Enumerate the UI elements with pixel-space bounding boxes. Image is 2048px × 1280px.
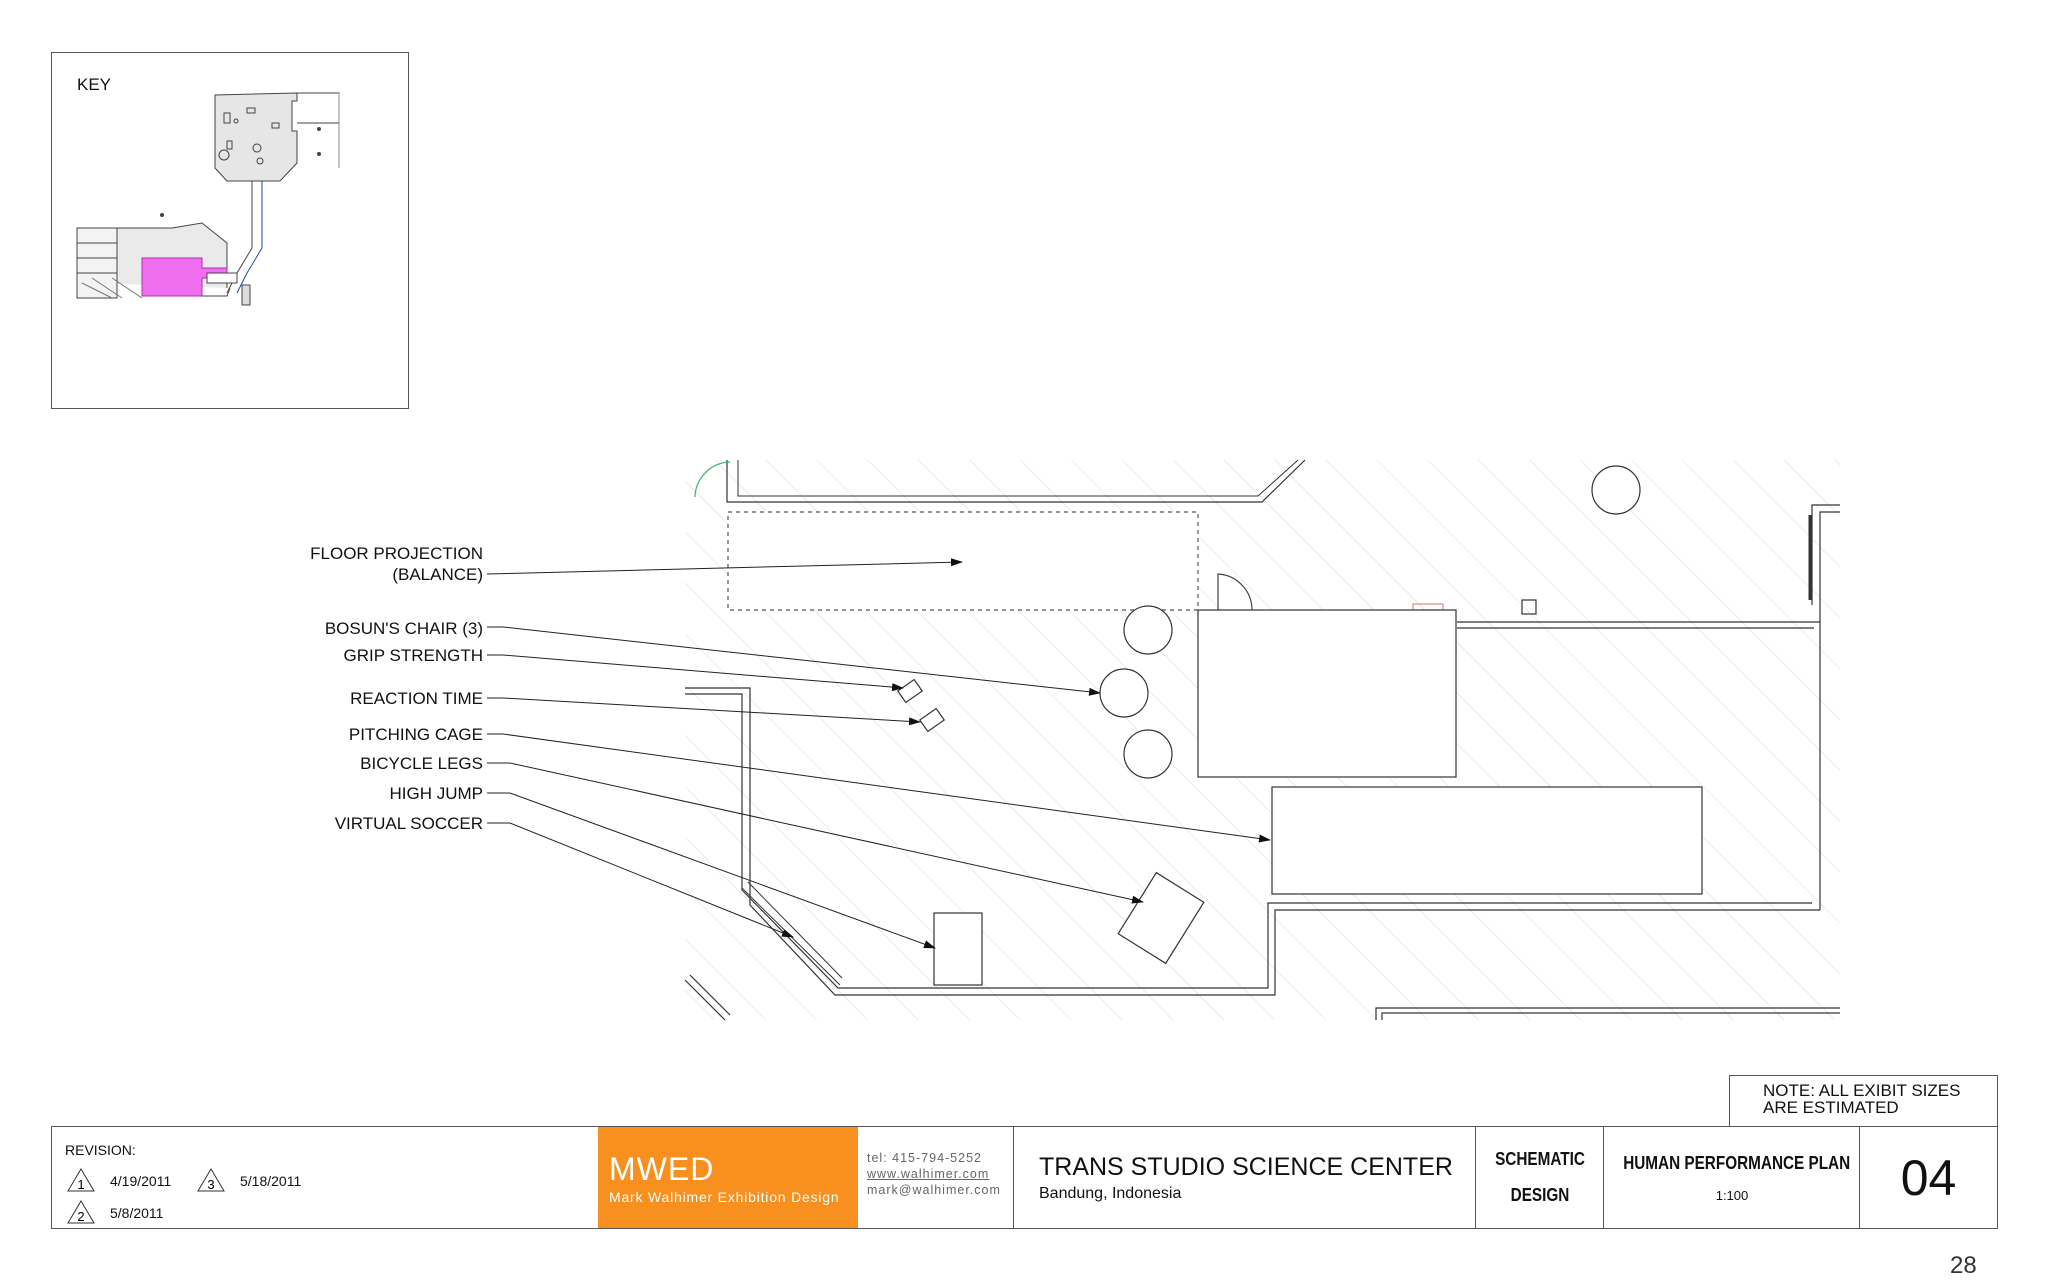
revision-triangle-3: 3 (197, 1168, 225, 1192)
firm-tel: tel: 415-794-5252 (867, 1151, 982, 1165)
firm-web-link[interactable]: www.walhimer.com (867, 1167, 990, 1181)
sheet-title: HUMAN PERFORMANCE PLAN (1623, 1153, 1851, 1173)
floor-projection-zone (727, 511, 1199, 611)
firm-logo: MWED (609, 1151, 715, 1187)
label-bosun-chair: BOSUN'S CHAIR (3) (325, 619, 483, 638)
leader-floor-projection (486, 558, 963, 575)
wall-top-inner (737, 459, 1299, 497)
project-title: TRANS STUDIO SCIENCE CENTER (1039, 1153, 1453, 1181)
label-floor-projection: FLOOR PROJECTION (310, 544, 483, 563)
firm-name: Mark Walhimer Exhibition Design (609, 1189, 840, 1205)
sheet-number-cell: 04 (1860, 1127, 1997, 1228)
phase-line-1: SCHEMATIC (1495, 1149, 1585, 1169)
leader-bosun-chair (487, 626, 1101, 696)
central-room (1197, 609, 1457, 778)
reaction-time (918, 707, 946, 733)
column (1591, 465, 1641, 515)
revision-num-3: 3 (207, 1177, 214, 1192)
note-line-2: ARE ESTIMATED (1763, 1098, 1899, 1117)
leader-virtual-soccer (487, 822, 794, 938)
revision-num-1: 1 (77, 1177, 84, 1192)
title-block: REVISION: 1 4/19/2011 3 5/18/2011 2 5/8/… (51, 1126, 1998, 1229)
wall-middle (1457, 621, 1820, 629)
bosun-chair-3 (1123, 729, 1173, 779)
key-map (76, 92, 340, 306)
bosun-chair-1 (1123, 605, 1173, 655)
sheet-number: 04 (1900, 1150, 1957, 1206)
label-reaction-time: REACTION TIME (350, 689, 483, 708)
project-cell: TRANS STUDIO SCIENCE CENTER Bandung, Ind… (1014, 1127, 1476, 1228)
revision-date-2: 5/8/2011 (110, 1205, 164, 1221)
label-bicycle-legs: BICYCLE LEGS (360, 754, 483, 773)
project-location: Bandung, Indonesia (1039, 1185, 1182, 1202)
page-number: 28 (1950, 1252, 1977, 1279)
grip-strength (896, 678, 924, 704)
wall-lower-right (685, 687, 1820, 996)
key-inset: KEY (51, 52, 409, 409)
firm-logo-cell: MWED Mark Walhimer Exhibition Design (598, 1127, 858, 1228)
label-grip-strength: GRIP STRENGTH (344, 646, 483, 665)
contact-cell: tel: 415-794-5252 www.walhimer.com mark@… (858, 1127, 1014, 1228)
sheet-scale: 1:100 (1715, 1188, 1749, 1203)
callout-labels: FLOOR PROJECTION (BALANCE) BOSUN'S CHAIR… (310, 544, 483, 833)
wall-right (1811, 504, 1840, 910)
firm-email: mark@walhimer.com (867, 1183, 1001, 1197)
wall-top (726, 459, 1306, 503)
revision-triangle-1: 1 (67, 1168, 95, 1192)
leader-bicycle-legs (487, 762, 1144, 904)
note-box: NOTE: ALL EXIBIT SIZES ARE ESTIMATED (1729, 1075, 1998, 1127)
leader-high-jump (487, 792, 936, 949)
floor-plan: FLOOR PROJECTION (BALANCE) BOSUN'S CHAIR… (310, 459, 1840, 1021)
revision-date-1: 4/19/2011 (110, 1173, 172, 1189)
label-pitching-cage: PITCHING CAGE (349, 725, 483, 744)
sheet-title-cell: HUMAN PERFORMANCE PLAN 1:100 (1604, 1127, 1860, 1228)
revision-triangle-2: 2 (67, 1200, 95, 1224)
label-floor-projection-sub: (BALANCE) (392, 565, 483, 584)
revision-cell: REVISION: 1 4/19/2011 3 5/18/2011 2 5/8/… (52, 1127, 598, 1228)
pitching-cage (1271, 786, 1703, 895)
note-line-1: NOTE: ALL EXIBIT SIZES (1763, 1081, 1961, 1100)
revision-date-3: 5/18/2011 (240, 1173, 302, 1189)
high-jump (933, 912, 983, 986)
label-virtual-soccer: VIRTUAL SOCCER (335, 814, 483, 833)
leader-pitching-cage (487, 733, 1271, 843)
door-swing (694, 461, 731, 498)
revision-num-2: 2 (77, 1209, 84, 1224)
phase-cell: SCHEMATIC DESIGN (1476, 1127, 1604, 1228)
bosun-chair-2 (1099, 668, 1149, 718)
label-high-jump: HIGH JUMP (390, 784, 484, 803)
phase-line-2: DESIGN (1510, 1185, 1570, 1205)
leader-reaction-time (487, 697, 921, 726)
revision-label: REVISION: (65, 1142, 136, 1158)
key-title: KEY (77, 75, 112, 94)
leader-lines (486, 558, 1271, 949)
leader-grip-strength (487, 654, 904, 692)
wall-bottom (1375, 1007, 1840, 1020)
